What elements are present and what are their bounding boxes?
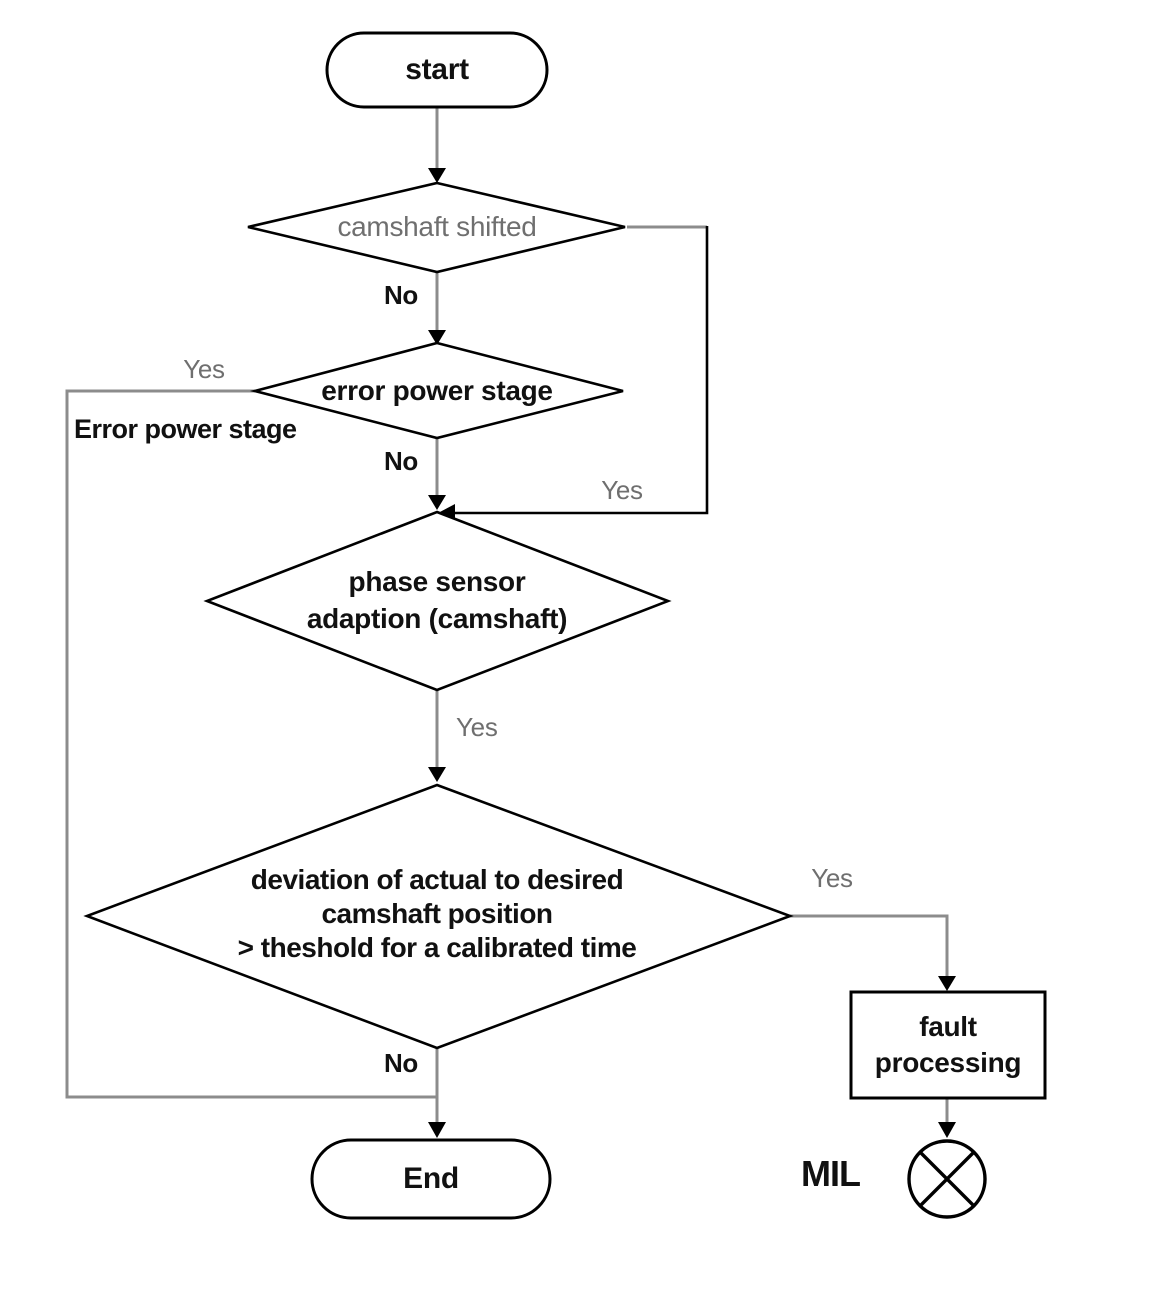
end-terminator-shape [310, 1138, 552, 1220]
camshaft-shifted-no-label: No [383, 280, 418, 310]
arrowhead-deviation-top [428, 767, 446, 782]
arrowhead-mil-top [938, 1122, 956, 1138]
arrowhead-error-top [428, 330, 446, 345]
fault-processing-line1: fault [919, 1011, 977, 1042]
deviation-decision-shape [83, 783, 794, 1050]
arrowhead-end-top [428, 1122, 446, 1138]
arrowhead-camshaft-top [428, 168, 446, 183]
deviation-line3: > theshold for a calibrated time [237, 932, 637, 963]
deviation-yes-label: Yes [811, 863, 853, 893]
fault-processing-box-shape [849, 990, 1047, 1100]
error-power-stage-decision-shape [249, 341, 624, 440]
arrowhead-phase-top [428, 495, 446, 510]
camshaft-shifted-yes-label: Yes [601, 475, 643, 505]
error-power-stage-note-label: Error power stage [74, 414, 297, 444]
edge-deviation-yes [790, 914, 949, 978]
error-power-stage-no-label: No [383, 446, 418, 476]
phase-sensor-adaption-line1: phase sensor [348, 566, 526, 597]
fault-processing-line2: processing [874, 1047, 1022, 1078]
arrowhead-fault-top [938, 976, 956, 991]
deviation-line2: camshaft position [321, 898, 553, 929]
edge-camshaft-yes-right-rail [452, 226, 709, 515]
end-node-label: End [403, 1162, 459, 1195]
camshaft-shifted-label: camshaft shifted [337, 211, 537, 242]
start-node-label: start [405, 53, 469, 86]
phase-sensor-yes-label: Yes [456, 712, 498, 742]
mil-lamp-circle-x-icon [907, 1139, 987, 1219]
deviation-decision-label: deviation of actual to desired camshaft … [187, 863, 687, 965]
start-terminator-shape [325, 31, 549, 109]
deviation-line1: deviation of actual to desired [250, 864, 624, 895]
error-power-stage-yes-label: Yes [183, 354, 225, 384]
mil-label: MIL [801, 1153, 861, 1194]
phase-sensor-adaption-line2: adaption (camshaft) [306, 603, 568, 634]
mil-lamp-x-stroke-2 [918, 1150, 976, 1208]
mil-lamp-circle [907, 1139, 987, 1219]
phase-sensor-adaption-decision-shape [203, 510, 672, 692]
phase-sensor-adaption-label: phase sensor adaption (camshaft) [277, 563, 597, 637]
camshaft-shifted-decision-shape [247, 181, 626, 274]
deviation-no-label: No [383, 1048, 418, 1078]
error-power-stage-label: error power stage [321, 375, 553, 406]
fault-processing-label: fault processing [851, 992, 1045, 1098]
edge-error-yes-left-rail [65, 389, 437, 1099]
